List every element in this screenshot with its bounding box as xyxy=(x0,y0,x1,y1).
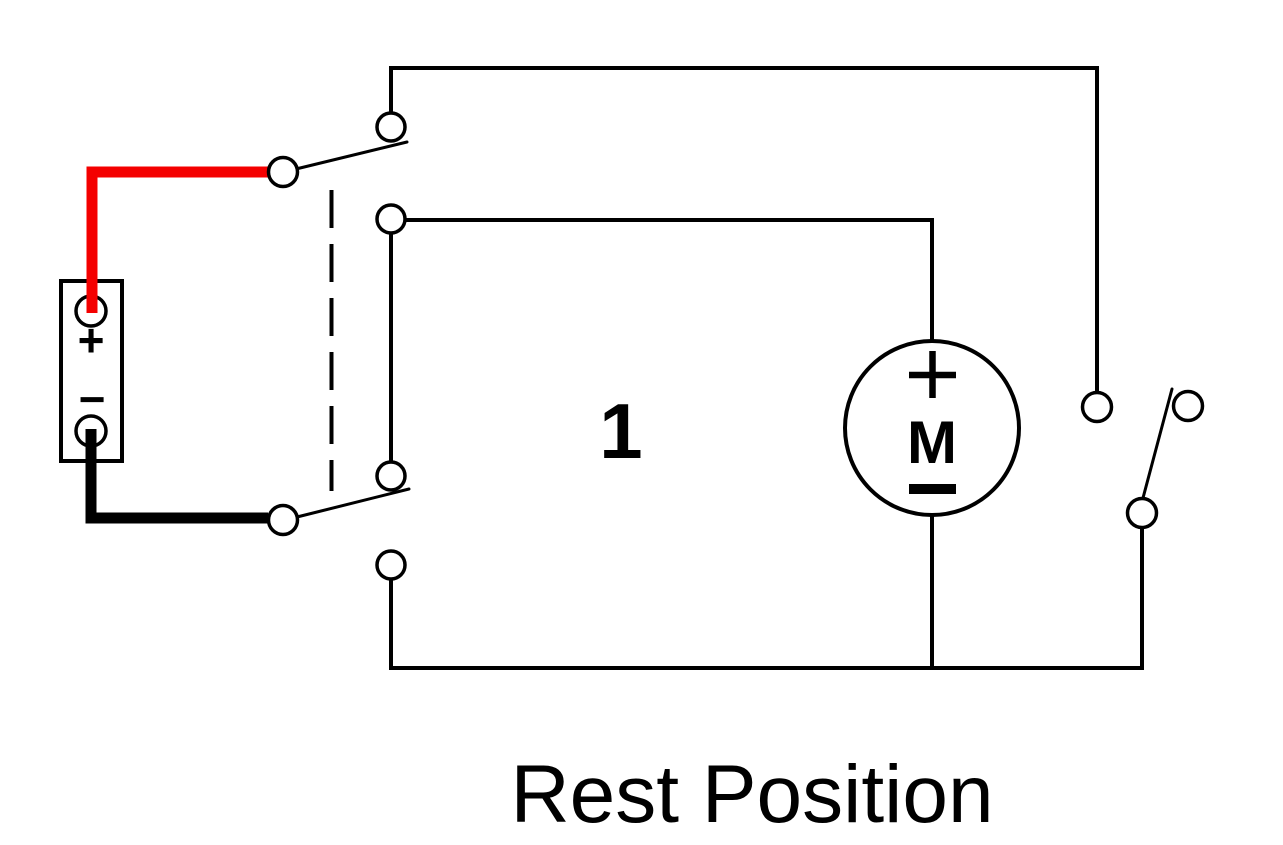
motor-positive-feed-wire xyxy=(405,218,934,341)
pushbutton-rest-contact xyxy=(1171,389,1205,423)
pushbutton-top-contact xyxy=(1080,390,1114,424)
lower-switch-top-throw-contact xyxy=(375,460,407,492)
battery-minus-label: − xyxy=(79,373,106,425)
lower-switch-bottom-throw-contact xyxy=(375,549,407,581)
top-rail-wire xyxy=(389,66,1099,393)
upper-switch-lever xyxy=(294,140,409,171)
motor-plus-icon xyxy=(909,351,956,398)
wires xyxy=(389,66,1144,670)
pushbutton-lever xyxy=(1141,387,1174,500)
motor-symbol: M xyxy=(843,339,1021,517)
upper-switch-bottom-throw-contact xyxy=(375,203,407,235)
zone-number-label: 1 xyxy=(599,387,642,475)
double-pole-switch-symbol xyxy=(266,111,411,581)
pushbutton-bottom-contact xyxy=(1125,496,1159,530)
bottom-rail-wire xyxy=(389,528,1144,670)
caption-title: Rest Position xyxy=(510,749,993,840)
negative-battery-wire-black xyxy=(85,429,268,524)
pushbutton-switch-symbol xyxy=(1080,387,1205,530)
lower-switch-lever xyxy=(295,487,411,519)
battery-plus-label: + xyxy=(78,314,105,366)
lower-switch-common-contact xyxy=(266,503,300,537)
positive-battery-wire-red xyxy=(86,166,268,313)
upper-switch-top-throw-contact xyxy=(375,111,407,143)
upper-switch-common-contact xyxy=(266,155,300,189)
motor-letter-label: M xyxy=(907,409,957,476)
motor-body xyxy=(843,339,1021,517)
